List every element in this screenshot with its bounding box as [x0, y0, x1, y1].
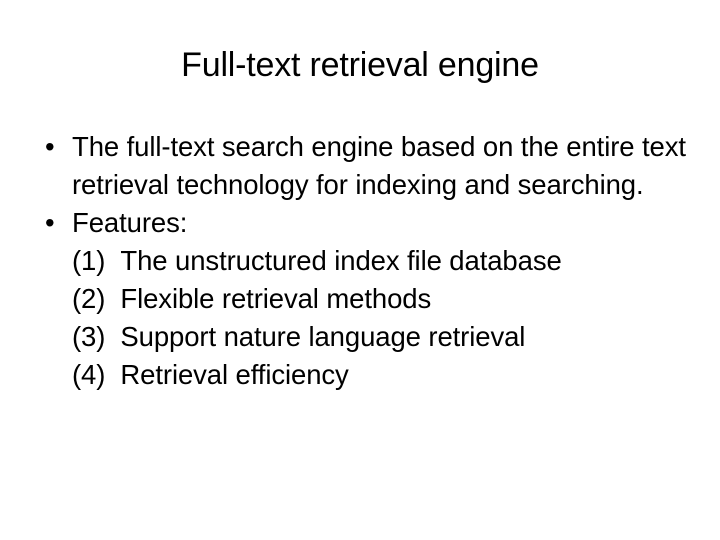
list-item: (1) The unstructured index file database [40, 242, 688, 280]
list-item: (4) Retrieval efficiency [40, 356, 688, 394]
list-item: (3) Support nature language retrieval [40, 318, 688, 356]
item-text: Flexible retrieval methods [120, 283, 432, 314]
item-number-label: (3) [72, 321, 106, 352]
list-item: (2) Flexible retrieval methods [40, 280, 688, 318]
item-text: Support nature language retrieval [120, 321, 526, 352]
item-number-label: (2) [72, 283, 106, 314]
bullet-icon: • [45, 131, 55, 162]
item-number-label: (4) [72, 359, 106, 390]
slide-body: • The full-text search engine based on t… [40, 128, 688, 394]
item-number-label: (1) [72, 245, 106, 276]
item-text: Retrieval efficiency [120, 359, 349, 390]
bullet-icon: • [45, 207, 55, 238]
item-text: The unstructured index file database [120, 245, 562, 276]
list-item: • The full-text search engine based on t… [40, 128, 688, 204]
list-item: • Features: [40, 204, 688, 242]
page-title: Full-text retrieval engine [181, 46, 539, 84]
bullet-text: The full-text search engine based on the… [72, 131, 686, 200]
bullet-text: Features: [72, 207, 188, 238]
